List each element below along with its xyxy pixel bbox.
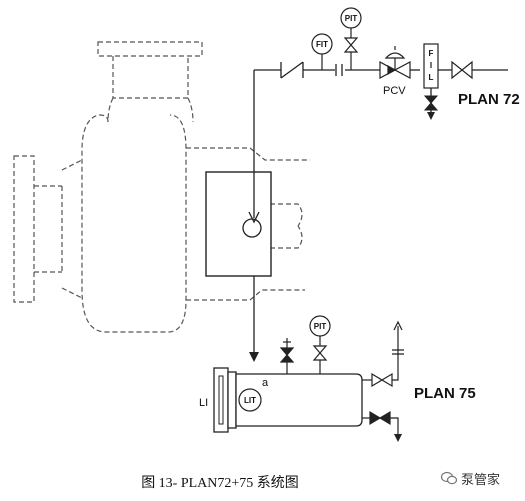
- pit-bottom-label: PIT: [314, 322, 327, 331]
- fil-label-f: F: [429, 49, 434, 58]
- note-a: a: [262, 377, 269, 389]
- flow-arrow-down: [249, 352, 259, 362]
- check-valve: [280, 61, 304, 79]
- plan75-vessel: [213, 367, 363, 433]
- li-label: LI: [199, 397, 208, 409]
- inlet-valve: [451, 60, 473, 80]
- seal-chamber: [205, 171, 272, 277]
- pcv-valve: [379, 46, 411, 79]
- fit-instrument: FIT: [311, 33, 333, 70]
- plan72-piping: [253, 69, 508, 360]
- flow-arrow-in: [248, 211, 260, 224]
- orifice-plate: [335, 64, 343, 76]
- figure-caption: 图 13- PLAN72+75 系统图: [141, 476, 299, 491]
- chat-bubble-icon: [441, 471, 457, 485]
- filter-element: F I L: [423, 43, 439, 89]
- plan75-label: PLAN 75: [414, 385, 476, 402]
- pit-top-instrument: PIT: [340, 7, 362, 70]
- pit-top-label: PIT: [345, 14, 358, 23]
- drain-line: [362, 417, 399, 440]
- drain-arrow: [394, 434, 402, 442]
- vent-valve: [371, 372, 393, 388]
- fil-label-l: L: [429, 73, 434, 82]
- plan72-drain-valve: [423, 95, 439, 111]
- lit-label: LIT: [244, 396, 256, 405]
- plan72-label: PLAN 72: [458, 91, 520, 108]
- fit-label: FIT: [316, 40, 328, 49]
- drain-valve: [369, 410, 391, 426]
- pump-outline: [13, 41, 310, 333]
- vessel-top-valves: [279, 315, 331, 374]
- watermark: 泵管家: [441, 467, 521, 489]
- plan72-drain-arrow: [427, 112, 435, 120]
- watermark-text: 泵管家: [461, 472, 501, 488]
- pcv-label: PCV: [383, 85, 406, 97]
- vent-line: [362, 320, 404, 381]
- fil-label-i: I: [430, 61, 432, 70]
